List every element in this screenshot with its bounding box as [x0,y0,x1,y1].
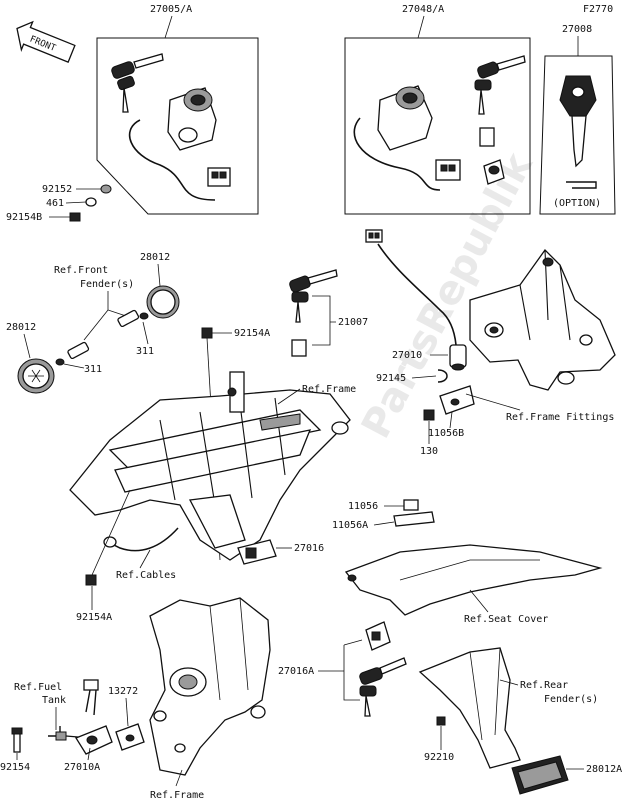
bolt-130 [423,409,435,421]
figure-code: F2770 [583,4,613,15]
label-92154: 92154 [0,762,30,773]
label-92154b: 92154B [6,212,42,223]
label-ref-seat-cover: Ref.Seat Cover [464,614,548,625]
label-311-b: 311 [84,364,102,375]
label-ref-rear-fender-2: Fender(s) [544,694,598,705]
ignition-key-27048a [474,55,526,115]
rear-fender [418,647,521,769]
label-13272: 13272 [108,686,138,697]
label-28012-top: 28012 [140,252,170,263]
box-27048a [344,37,531,215]
option-label: (OPTION) [553,198,601,209]
frame-lower [149,597,271,776]
label-461: 461 [46,198,64,209]
label-27010a: 27010A [64,762,100,773]
ignition-switch-27048a [353,85,505,191]
label-27010: 27010 [392,350,422,361]
label-ref-frame-fittings: Ref.Frame Fittings [506,412,614,423]
lock-27016 [237,539,277,565]
label-ref-frame-bottom: Ref.Frame [150,790,204,800]
washer-92152 [100,184,112,194]
label-ref-fuel-tank-1: Ref.Fuel [14,682,62,693]
seat-cover [344,544,603,616]
box-27005a [96,37,259,215]
label-92154a-low: 92154A [76,612,112,623]
label-ref-front-fender-1: Ref.Front [54,265,108,276]
label-92210: 92210 [424,752,454,763]
label-ref-front-fender-2: Fender(s) [80,279,134,290]
front-arrow-icon: FRONT [16,20,76,63]
label-27016: 27016 [294,543,324,554]
bolt-92154b [69,212,81,222]
bolt-92154a-low [85,574,97,586]
sensor-27010 [365,229,467,371]
bracket-11056a [393,511,435,527]
label-92154a-top: 92154A [234,328,270,339]
blank-key-27008 [559,75,597,189]
spacer-311-lower [55,341,90,366]
lock-27016a [359,621,407,717]
label-ref-rear-fender-1: Ref.Rear [520,680,568,691]
label-11056a: 11056A [332,520,368,531]
bracket-11056b [439,385,475,415]
label-27048a: 27048/A [402,4,444,15]
label-130: 130 [420,446,438,457]
label-28012-left: 28012 [6,322,36,333]
key-set-21007 [289,269,338,357]
label-27005a: 27005/A [150,4,192,15]
reflector-28012a [511,755,569,795]
bolt-92154 [11,727,23,753]
ignition-switch-27005a [128,87,231,201]
nut-92210 [436,716,446,726]
cable [103,527,179,552]
frame-fittings [469,248,616,391]
spacer-311-upper [117,309,149,328]
label-ref-frame-top: Ref.Frame [302,384,356,395]
label-27008: 27008 [562,24,592,35]
label-21007: 21007 [338,317,368,328]
leader-27005a [164,15,173,39]
label-92152: 92152 [42,184,72,195]
label-11056: 11056 [348,501,378,512]
bracket-11056 [403,499,419,511]
label-28012a: 28012A [586,764,622,775]
label-92145: 92145 [376,373,406,384]
clip-92145 [437,369,448,383]
label-11056b: 11056B [428,428,464,439]
label-311-a: 311 [136,346,154,357]
frame-center [69,371,351,561]
label-ref-cables: Ref.Cables [116,570,176,581]
ignition-key-27005a [111,53,164,113]
box-27008 [539,55,616,215]
sensor-27010a [48,679,113,755]
label-27016a: 27016A [278,666,314,677]
bolt-92154a-top [201,327,213,339]
label-ref-fuel-tank-2: Tank [42,695,66,706]
washer-461 [85,197,97,207]
